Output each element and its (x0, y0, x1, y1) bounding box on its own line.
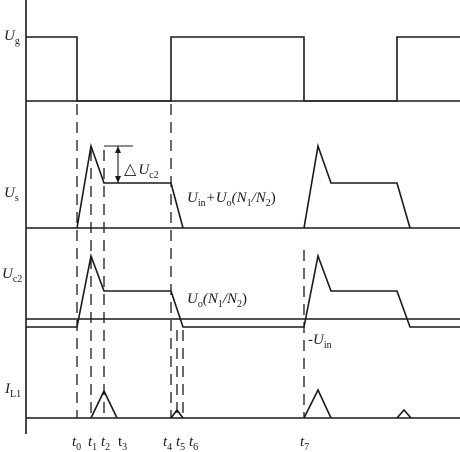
us-trace (26, 142, 460, 229)
uc2-label: Uc2 (2, 266, 22, 285)
il1-pulse-4 (396, 408, 412, 419)
il1-pulse-1 (90, 389, 118, 419)
delta-arrow-down (115, 176, 121, 183)
us-pulse-1 (76, 142, 184, 229)
t5-label: t5 (176, 434, 185, 452)
il1-label: IL1 (4, 381, 21, 400)
t1-label: t1 (88, 434, 97, 452)
us-label: Us (4, 185, 19, 204)
t2-label: t2 (101, 434, 110, 452)
delta-arrow-up (115, 146, 121, 153)
t4-label: t4 (163, 434, 172, 452)
t7-label: t7 (300, 434, 309, 452)
us-pulse-2 (303, 142, 411, 229)
ug-label: Ug (4, 28, 20, 47)
t6-label: t6 (189, 434, 198, 452)
us-level-label: Uin+Uo(N1/N2) (187, 190, 276, 209)
time-markers (76, 104, 305, 418)
il1-pulse-3 (303, 388, 332, 419)
il1-pulse-2 (170, 408, 184, 419)
uc2-level-label: Uo(N1/N2) (187, 291, 247, 310)
uc2-trace (26, 253, 460, 328)
ug-trace (26, 36, 460, 102)
delta-uc2-label: △Uc2 (124, 159, 159, 181)
neg-uin-label: -Uin (308, 332, 332, 351)
uc2-waveform (26, 253, 460, 328)
ug-waveform (26, 36, 460, 102)
t3-label: t3 (118, 434, 127, 452)
t0-label: t0 (72, 434, 81, 452)
il1-trace (26, 388, 460, 419)
